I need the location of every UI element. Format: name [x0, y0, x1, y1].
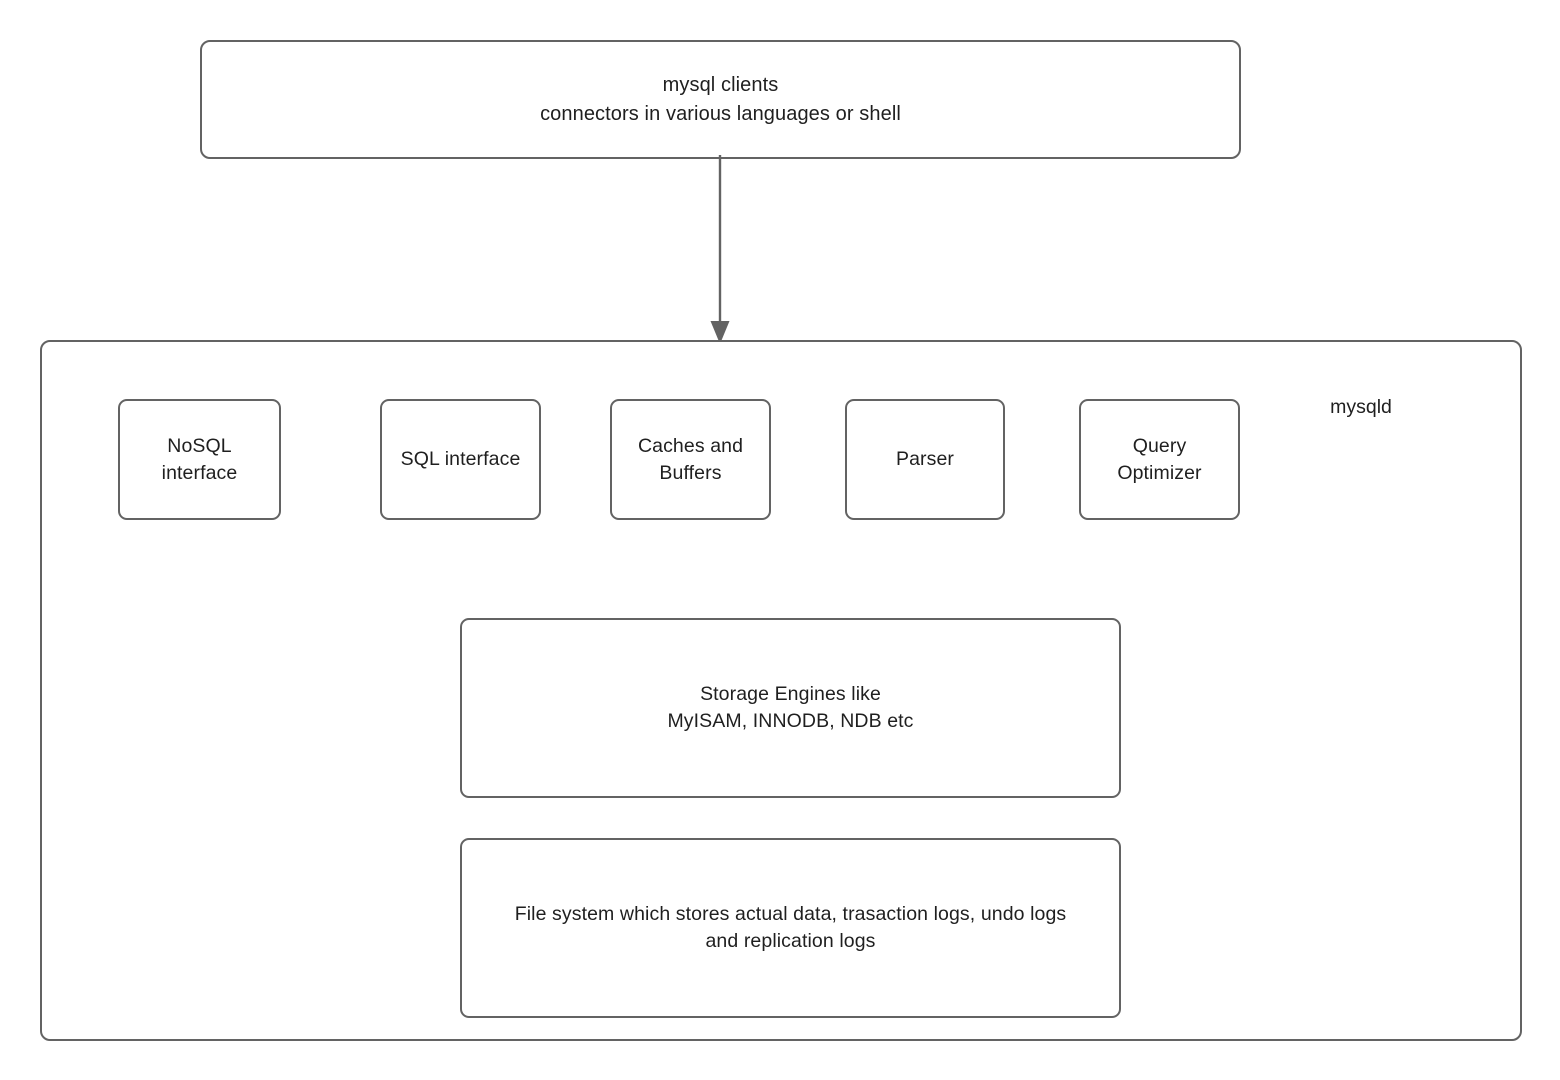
mysql-clients-box[interactable]: mysql clients connectors in various lang…	[200, 40, 1241, 159]
file-system-label: File system which stores actual data, tr…	[514, 903, 1067, 952]
query-optimizer-label: Query Optimizer	[1117, 434, 1202, 484]
sql-interface-box[interactable]: SQL interface	[380, 399, 541, 520]
file-system-box[interactable]: File system which stores actual data, tr…	[460, 838, 1121, 1018]
caches-and-buffers-label: Caches and Buffers	[637, 434, 744, 484]
parser-label: Parser	[895, 448, 955, 471]
arrow-head-icon	[710, 321, 730, 344]
mysqld-title-label: mysqld	[1330, 396, 1392, 418]
mysql-clients-label: mysql clients connectors in various lang…	[540, 74, 901, 125]
query-optimizer-box[interactable]: Query Optimizer	[1079, 399, 1240, 520]
sql-interface-label: SQL interface	[400, 448, 521, 471]
storage-engines-box[interactable]: Storage Engines like MyISAM, INNODB, NDB…	[460, 618, 1121, 798]
caches-and-buffers-box[interactable]: Caches and Buffers	[610, 399, 771, 520]
nosql-interface-box[interactable]: NoSQL interface	[118, 399, 281, 520]
nosql-interface-label: NoSQL interface	[161, 434, 238, 484]
storage-engines-label: Storage Engines like MyISAM, INNODB, NDB…	[667, 683, 914, 732]
parser-box[interactable]: Parser	[845, 399, 1005, 520]
arrow-clients-to-mysqld	[710, 155, 730, 344]
